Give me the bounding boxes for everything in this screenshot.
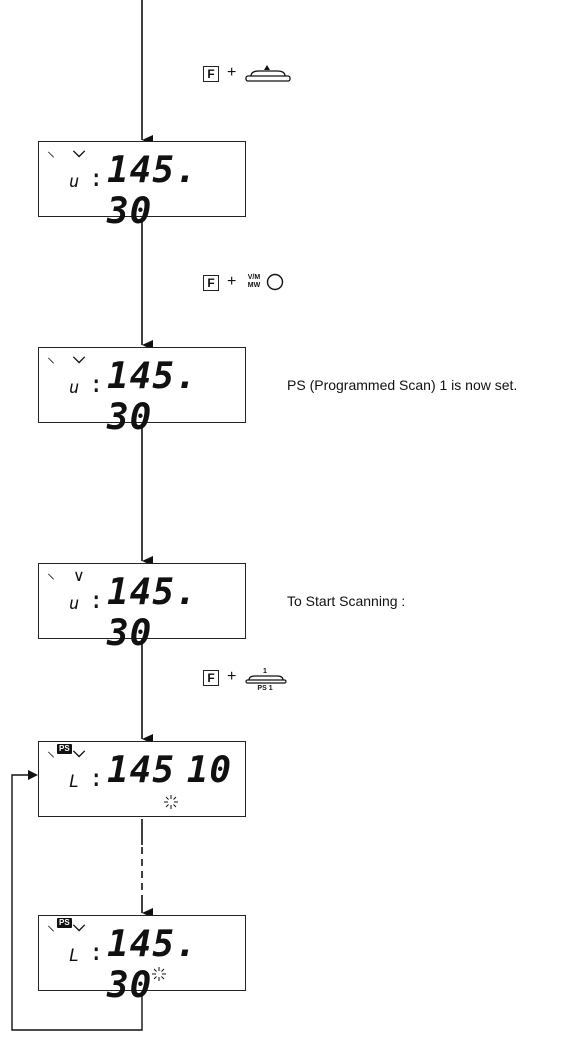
antenna-icon: ⸌ <box>47 750 56 767</box>
frequency-readout: 145 10 <box>107 750 233 791</box>
frequency-readout: 145. 30 <box>107 572 196 654</box>
note-start-scanning: To Start Scanning : <box>287 593 406 609</box>
frequency-readout: 145. 30 <box>107 356 196 438</box>
plus-sign: + <box>227 273 237 290</box>
channel-indicator: L <box>69 946 80 966</box>
colon-separator: : <box>89 370 104 398</box>
antenna-icon: ⸌ <box>47 572 56 589</box>
v-indicator-icon: ⌵ <box>73 350 86 367</box>
v-indicator-icon: ⌵ <box>73 918 86 935</box>
loop-back-arrowhead <box>28 770 38 780</box>
lcd-display-2: ⸌ ⌵ u : 145. 30 <box>38 347 246 438</box>
key-label-1: 1 <box>263 668 267 675</box>
v-indicator-icon: ⌵ <box>73 144 86 161</box>
channel-indicator: u <box>69 594 80 614</box>
antenna-icon: ⸌ <box>47 356 56 373</box>
mw-label: MW <box>247 282 261 289</box>
plus-sign: + <box>227 64 237 81</box>
lcd-display-3: ⸌ ∨ u : 145. 30 <box>38 563 246 654</box>
f-key: F <box>203 66 219 82</box>
colon-separator: : <box>89 764 104 792</box>
f-key: F <box>203 275 219 291</box>
blinking-dot-icon <box>164 795 178 809</box>
lcd-display-4: ⸌ PS ⌵ L : 145 10 <box>38 741 246 817</box>
frequency-readout: 145. 30 <box>107 924 196 1006</box>
colon-separator: : <box>89 164 104 192</box>
colon-separator: : <box>89 586 104 614</box>
channel-indicator: u <box>69 172 80 192</box>
v-indicator-icon: ⌵ <box>73 744 86 761</box>
ps1-label: PS 1 <box>257 685 273 692</box>
f-key: F <box>203 670 219 686</box>
v-indicator-icon: ∨ <box>73 568 85 585</box>
frequency-readout: 145. 30 <box>107 150 196 232</box>
ps-badge: PS <box>57 744 72 754</box>
note-ps-set: PS (Programmed Scan) 1 is now set. <box>287 377 518 393</box>
blinking-dot-icon <box>152 967 166 981</box>
ps-badge: PS <box>57 918 72 928</box>
lcd-display-1: ⸌ ⌵ u : 145. 30 <box>38 141 246 232</box>
round-button-icon <box>266 273 284 291</box>
channel-indicator: u <box>69 378 80 398</box>
colon-separator: : <box>89 938 104 966</box>
plus-sign: + <box>227 668 237 685</box>
up-arrow-key-icon <box>245 65 291 82</box>
antenna-icon: ⸌ <box>47 924 56 941</box>
lcd-display-5: ⸌ PS ⌵ L : 145. 30 <box>38 915 246 1006</box>
flat-key-icon <box>245 675 287 684</box>
channel-indicator: L <box>69 772 80 792</box>
vm-label: V/M <box>247 274 261 281</box>
loop-back-line <box>11 774 143 1031</box>
antenna-icon: ⸌ <box>47 150 56 167</box>
